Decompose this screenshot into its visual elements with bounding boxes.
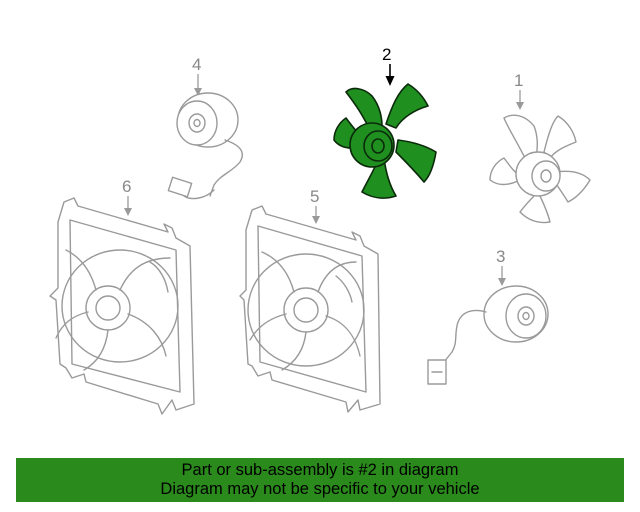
arrow-3-icon <box>498 278 506 286</box>
callout-6: 6 <box>122 177 131 196</box>
part-3-fan-motor[interactable]: 3 <box>427 247 549 385</box>
shroud-5-ring <box>247 253 365 367</box>
part-4-fan-motor[interactable]: 4 <box>167 55 243 200</box>
shroud-6-frame <box>49 197 195 415</box>
disclaimer-banner: Part or sub-assembly is #2 in diagram Di… <box>16 458 624 502</box>
blade-2-c <box>395 139 437 183</box>
blade-2-b <box>385 83 429 129</box>
motor-3-wire <box>443 309 487 363</box>
callout-1: 1 <box>514 71 523 90</box>
arrow-6-icon <box>124 208 132 216</box>
motor-3-face <box>505 293 547 339</box>
part-2-fan-blade[interactable]: 2 <box>333 45 437 199</box>
callout-2: 2 <box>382 45 391 64</box>
arrow-5-icon <box>312 216 320 224</box>
part-5-fan-shroud[interactable]: 5 <box>239 187 381 413</box>
shroud-5-frame <box>239 205 381 413</box>
callout-3: 3 <box>496 247 505 266</box>
disclaimer-line-2: Diagram may not be specific to your vehi… <box>160 480 480 498</box>
disclaimer-line-1: Part or sub-assembly is #2 in diagram <box>181 461 459 479</box>
part-6-fan-shroud[interactable]: 6 <box>49 177 195 415</box>
motor-4-wire <box>209 139 243 197</box>
arrow-2-icon <box>385 76 395 86</box>
motor-4-face <box>176 100 218 146</box>
callout-5: 5 <box>310 187 319 206</box>
arrow-1-icon <box>516 102 524 110</box>
blade-2-a <box>345 87 383 131</box>
blade-2-d <box>361 157 397 199</box>
callout-4: 4 <box>192 55 201 74</box>
part-1-fan-blade[interactable]: 1 <box>489 71 591 224</box>
shroud-6-ring <box>61 249 179 363</box>
motor-4-connector <box>167 176 193 198</box>
arrow-4-icon <box>194 88 202 96</box>
